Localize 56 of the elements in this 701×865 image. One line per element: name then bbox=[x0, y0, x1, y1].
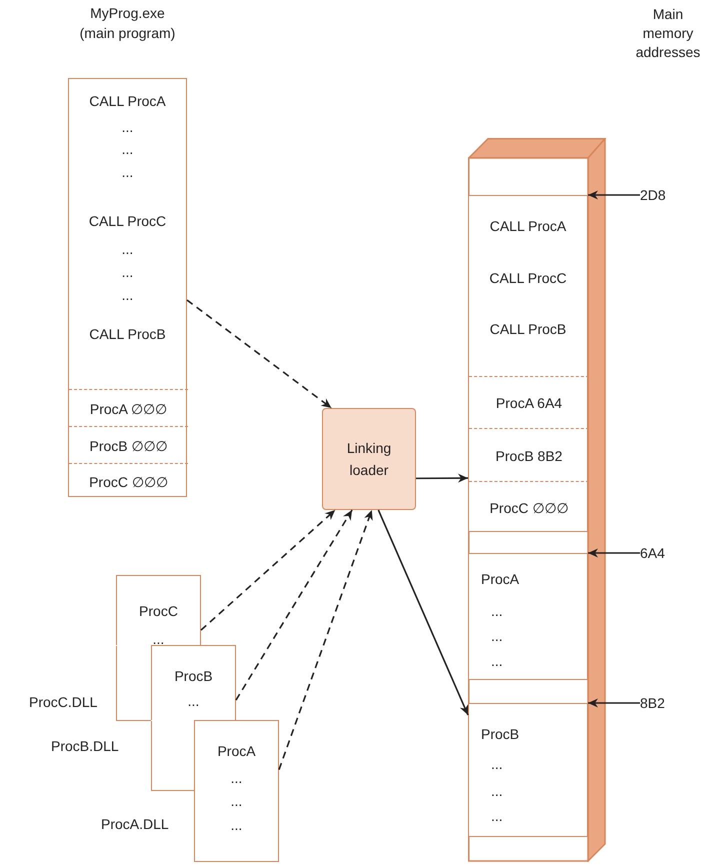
code-text: ... bbox=[120, 286, 134, 305]
code-text: ProcB bbox=[481, 725, 520, 744]
arrow bbox=[588, 548, 640, 558]
code-text: CALL ProcA bbox=[488, 217, 568, 236]
code-text: ... bbox=[120, 263, 134, 282]
arrow bbox=[378, 510, 469, 716]
code-text: CALL ProcB bbox=[88, 325, 167, 344]
code-text: ... bbox=[491, 627, 504, 646]
code-text: ProcC ∅∅∅ bbox=[88, 472, 169, 492]
code-text: ... bbox=[491, 782, 504, 801]
code-text: ... bbox=[491, 652, 504, 671]
code-text: CALL ProcC bbox=[88, 212, 168, 231]
address-label: 6A4 bbox=[640, 541, 680, 565]
code-text: ... bbox=[230, 816, 244, 835]
arrow bbox=[588, 698, 640, 708]
code-text: CALL ProcC bbox=[488, 269, 568, 288]
code-text: ProcB 8B2 bbox=[494, 446, 564, 466]
code-text: ... bbox=[491, 755, 504, 774]
code-text: ProcB ∅∅∅ bbox=[88, 436, 168, 456]
code-text: ... bbox=[152, 630, 166, 649]
code-text: ... bbox=[230, 792, 244, 811]
code-text: ... bbox=[120, 240, 134, 259]
code-text: ... bbox=[491, 807, 504, 826]
memory-region bbox=[468, 553, 588, 680]
file-name: ProcB.DLL bbox=[51, 738, 119, 754]
arrow bbox=[588, 190, 640, 200]
code-text: ProcA 6A4 bbox=[494, 394, 564, 413]
dashed-arrow bbox=[235, 510, 353, 701]
code-text: ProcA bbox=[481, 570, 520, 589]
file-name: ProcC.DLL bbox=[29, 694, 98, 710]
code-text: ProcC ∅∅∅ bbox=[488, 499, 570, 518]
axis-heading: Main memory addresses bbox=[634, 5, 701, 62]
code-text: ... bbox=[186, 692, 200, 711]
dashed-arrow bbox=[186, 299, 332, 409]
dashed-arrow bbox=[200, 509, 336, 631]
dashed-arrow bbox=[278, 510, 373, 770]
address-label: 8B2 bbox=[640, 691, 680, 715]
file-name: ProcA.DLL bbox=[101, 816, 169, 832]
process-box bbox=[322, 408, 416, 510]
code-text: ... bbox=[230, 769, 244, 788]
memory-region bbox=[468, 195, 588, 532]
code-text: CALL ProcA bbox=[88, 92, 167, 111]
code-text: ProcB bbox=[173, 667, 214, 686]
code-text: ProcC bbox=[138, 602, 179, 621]
address-label: 2D8 bbox=[640, 183, 680, 207]
memory-region bbox=[468, 703, 588, 837]
code-text: ... bbox=[120, 118, 134, 137]
code-text: ProcA ∅∅∅ bbox=[88, 400, 168, 418]
code-text: ... bbox=[120, 163, 134, 182]
code-text: ... bbox=[120, 140, 134, 159]
code-text: ... bbox=[491, 602, 504, 621]
code-text: Linking loader bbox=[346, 439, 392, 480]
code-text: CALL ProcB bbox=[488, 320, 568, 339]
arrow bbox=[416, 474, 468, 483]
code-text: ProcA bbox=[216, 742, 257, 761]
box-heading: MyProg.exe (main program) bbox=[78, 4, 176, 43]
